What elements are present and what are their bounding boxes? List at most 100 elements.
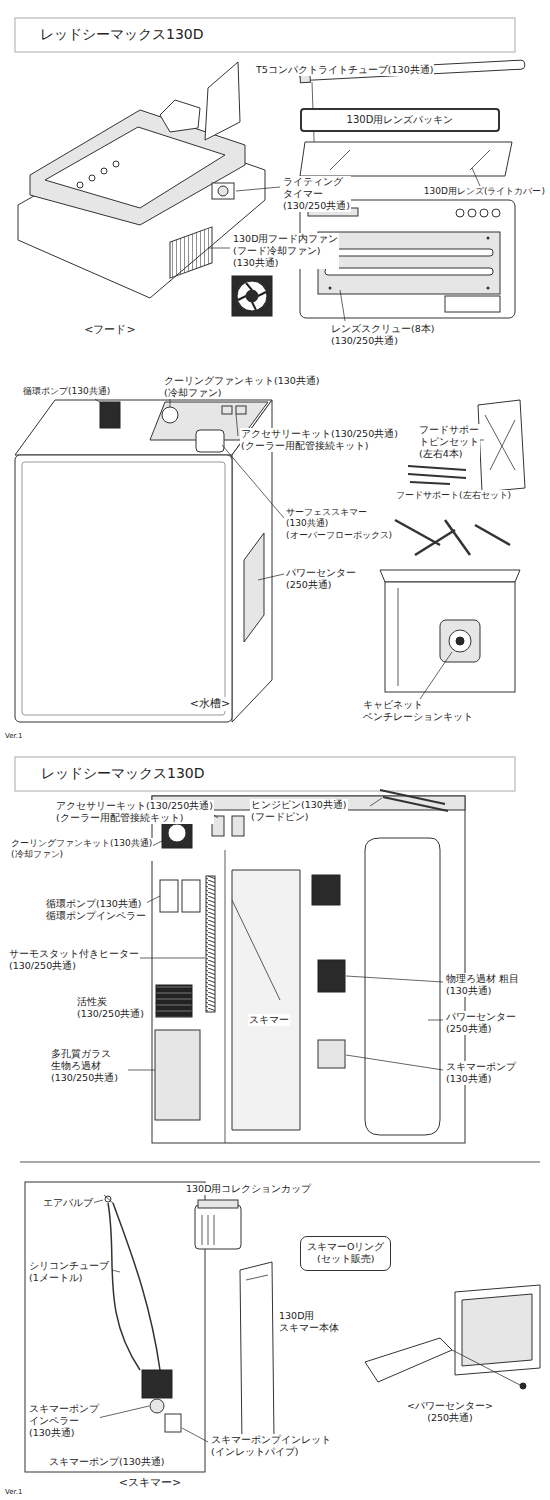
part-label: 物理ろ過材 粗目 (130共通) <box>445 973 520 997</box>
text-line: (1メートル) <box>29 1272 109 1284</box>
part-label: <水槽> <box>189 697 231 711</box>
part-label: 循環ポンプ(130共通) <box>22 386 111 397</box>
text-line: <パワーセンター> <box>407 1400 493 1412</box>
part-label: 多孔質ガラス 生物ろ過材 (130/250共通) <box>50 1048 119 1084</box>
part-label: クーリングファンキット(130共通) (冷却ファン) <box>163 375 321 399</box>
text-line: (インレットパイプ) <box>211 1446 331 1458</box>
text-line: スキマーポンプ(130共通) <box>49 1456 165 1468</box>
text-line: (130共通) <box>446 985 519 997</box>
text-line: レンズスクリュー(8本) <box>331 323 434 335</box>
part-label: ライティング タイマー (130/250共通) <box>282 176 351 212</box>
part-label: アクセサリーキット(130/250共通) (クーラー用配管接続キット) <box>240 428 399 452</box>
text-line: サーフェススキマー <box>286 507 392 518</box>
part-label: サーモスタット付きヒーター (130/250共通) <box>8 948 140 972</box>
part-label: クーリングファンキット(130共通) (冷却ファン) <box>10 838 153 861</box>
text-line: (クーラー用配管接続キット) <box>241 440 398 452</box>
text-line: ライティング <box>283 176 350 188</box>
text-line: 130D用フード内ファン <box>233 233 338 245</box>
part-label: 130D用 スキマー本体 <box>278 1310 340 1334</box>
text-line: 循環ポンプインペラー <box>46 910 146 922</box>
text-line: (130/250共通) <box>283 200 350 212</box>
title-text: レッドシーマックス130D <box>40 26 204 44</box>
part-label: スキマーポンプインレット (インレットパイプ) <box>210 1434 332 1458</box>
part-label: <フード> <box>83 323 136 337</box>
text-line: スキマーポンプ <box>29 1403 99 1415</box>
part-label: 130D用コレクションカップ <box>185 1183 312 1195</box>
text-line: (250共通) <box>286 579 356 591</box>
text-line: 物理ろ過材 粗目 <box>446 973 519 985</box>
part-label: <パワーセンター> (250共通) <box>406 1400 494 1424</box>
text-line: (130共通) <box>29 1427 99 1439</box>
text-line: 多孔質ガラス <box>51 1048 118 1060</box>
text-line: (130/250共通) <box>331 335 434 347</box>
text-line: スキマーポンプ <box>446 1061 516 1073</box>
text-line: パワーセンター <box>286 567 356 579</box>
text-line: (フード冷却ファン) <box>233 245 338 257</box>
part-box: スキマーOリング (セット販売) <box>300 1236 391 1271</box>
part-label: <スキマー> <box>118 1476 182 1490</box>
text-line: キャビネット <box>363 699 473 711</box>
text-line: (250共通) <box>407 1412 493 1424</box>
part-label: パワーセンター (250共通) <box>285 567 357 591</box>
text-line: <フード> <box>84 323 135 337</box>
part-label: ヒンジピン(130共通) (フードピン) <box>250 799 348 823</box>
text-line: クーリングファンキット(130共通) <box>164 375 320 387</box>
text-line: (冷却ファン) <box>164 387 320 399</box>
part-label: 活性炭 (130/250共通) <box>76 996 145 1020</box>
gasket-box: 130D用レンズパッキン <box>300 108 500 132</box>
text-line: エアバルブ <box>43 1197 93 1209</box>
part-label: 循環ポンプ(130共通) 循環ポンプインペラー <box>45 898 147 922</box>
text-line: スキマー <box>249 1014 289 1026</box>
text-line: T5コンパクトライトチューブ(130共通) <box>256 64 433 76</box>
text-line: (冷却ファン) <box>11 849 152 860</box>
text-line: (オーバーフローボックス) <box>286 530 392 541</box>
part-label: 130D用レンズ(ライトカバー) <box>423 186 546 197</box>
text-line: 130D用レンズ(ライトカバー) <box>424 186 545 197</box>
text-line: <水槽> <box>190 697 230 711</box>
text-line: 循環ポンプ(130共通) <box>46 898 146 910</box>
text-line: アクセサリーキット(130/250共通) <box>241 428 398 440</box>
text-line: タイマー <box>283 188 350 200</box>
part-label: Ver.1 <box>4 1488 23 1497</box>
text-line: (130/250共通) <box>77 1008 144 1020</box>
part-label: シリコンチューブ (1メートル) <box>28 1260 110 1284</box>
text-line: クーリングファンキット(130共通) <box>11 838 152 849</box>
text-line: (250共通) <box>446 1023 516 1035</box>
box-text: 130D用レンズパッキン <box>308 113 492 127</box>
text-line: アクセサリーキット(130/250共通) <box>56 800 213 812</box>
text-line: (130共通) <box>446 1073 516 1085</box>
text-line: スキマー本体 <box>279 1322 339 1334</box>
part-label: Ver.1 <box>4 732 23 741</box>
text-line: (130/250共通) <box>51 1072 118 1084</box>
text-line: (130共通) <box>233 257 338 269</box>
text-line: 活性炭 <box>77 996 144 1008</box>
text-line: パワーセンター <box>446 1011 516 1023</box>
text-line: レッドシーマックス130D <box>41 765 205 783</box>
part-label: エアバルブ <box>42 1197 94 1209</box>
text-line: ヒンジピン(130共通) <box>251 799 347 811</box>
text-line: インペラー <box>29 1415 99 1427</box>
text-line: 130D用コレクションカップ <box>186 1183 311 1195</box>
text-line: (130共通) <box>286 518 392 529</box>
text-line: トピンセット <box>419 436 479 448</box>
text-line: スキマーポンプインレット <box>211 1434 331 1446</box>
box-text: スキマーOリング (セット販売) <box>307 1241 384 1266</box>
part-label: サーフェススキマー (130共通) (オーバーフローボックス) <box>285 507 393 541</box>
text-line: 循環ポンプ(130共通) <box>23 386 110 397</box>
text-line: (フードピン) <box>251 811 347 823</box>
part-label: レッドシーマックス130D <box>40 765 206 783</box>
text-line: 生物ろ過材 <box>51 1060 118 1072</box>
text-line: フードサポー <box>419 424 479 436</box>
text-line: サーモスタット付きヒーター <box>9 948 139 960</box>
text-line: ベンチレーションキット <box>363 711 473 723</box>
part-label: キャビネット ベンチレーションキット <box>362 699 474 723</box>
part-label: レンズスクリュー(8本) (130/250共通) <box>330 323 435 347</box>
text-line: <スキマー> <box>119 1476 181 1490</box>
text-line: シリコンチューブ <box>29 1260 109 1272</box>
text-line: (130/250共通) <box>9 960 139 972</box>
part-label: 130D用フード内ファン (フード冷却ファン) (130共通) <box>232 233 339 269</box>
text-line: フードサポート(左右セット) <box>396 490 511 501</box>
text-line: Ver.1 <box>5 1488 22 1497</box>
text-line: (セット販売) <box>307 1253 384 1265</box>
